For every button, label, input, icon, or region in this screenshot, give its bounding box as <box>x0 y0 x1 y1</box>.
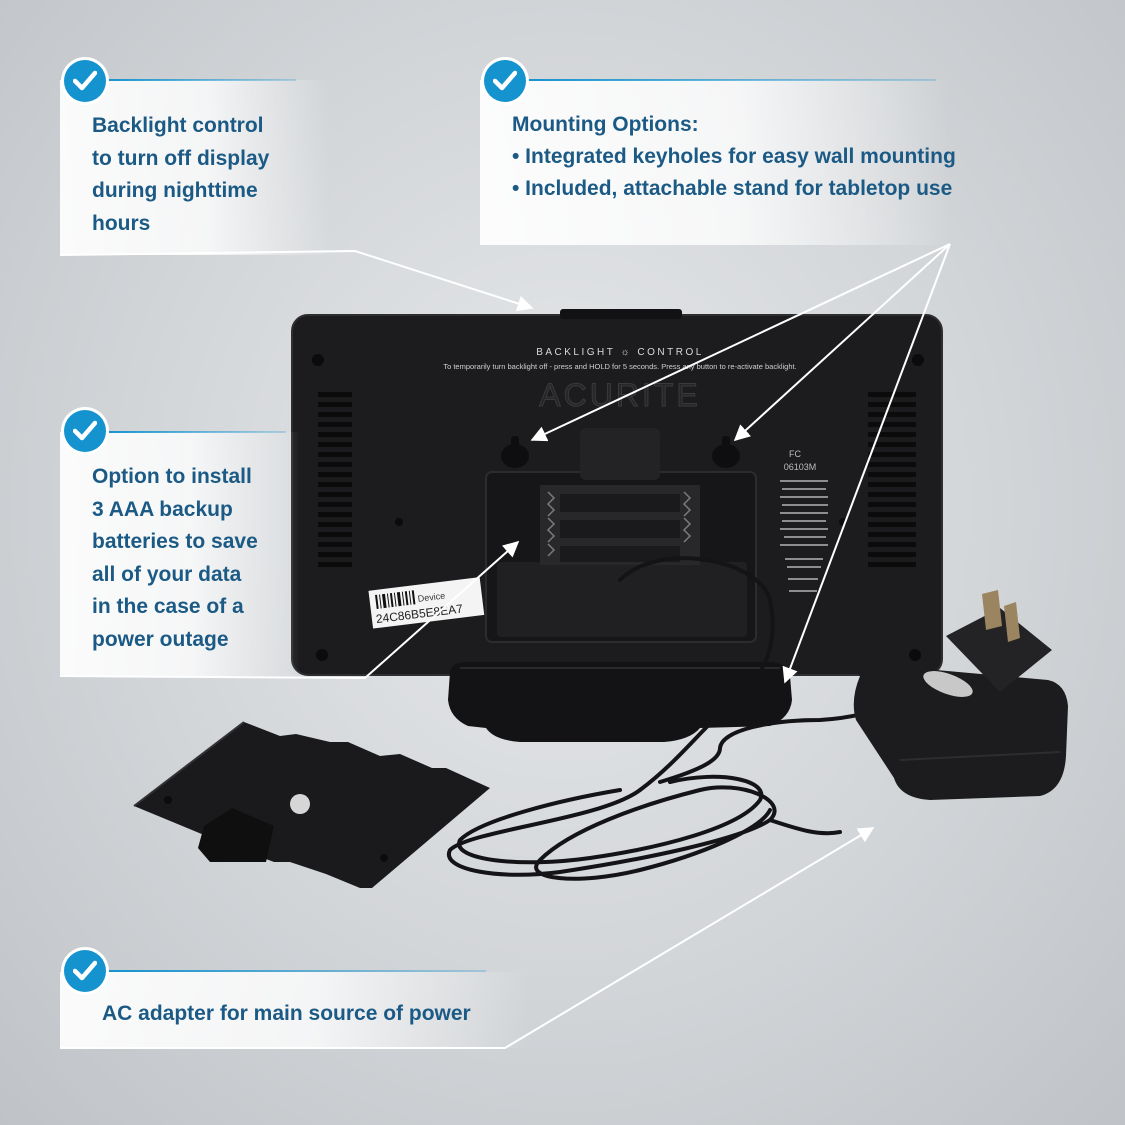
callout-line: Backlight control <box>92 114 264 137</box>
checkmark-icon <box>64 60 106 102</box>
ac-adapter <box>853 590 1068 800</box>
callout-line: AC adapter for main source of power <box>102 1002 471 1025</box>
callout-line: Option to install <box>92 465 252 488</box>
power-cord <box>446 556 907 881</box>
callout-mounting-panel <box>480 80 950 245</box>
arrow-stand <box>782 243 951 684</box>
callout-line: to turn off display <box>92 146 270 170</box>
device-label: Device <box>417 591 446 604</box>
brand-logo: ACURITE <box>539 377 700 413</box>
callout-adapter-text: AC adapter for main source of power <box>102 998 522 1031</box>
keyhole-left <box>501 436 529 468</box>
checkmark-icon <box>64 410 106 452</box>
accent-rule <box>106 431 286 433</box>
arrow-keyhole-left <box>530 243 951 442</box>
callout-line: all of your data <box>92 562 242 586</box>
fc-mark: FC <box>789 449 801 459</box>
accent-rule <box>526 79 936 81</box>
callout-title: Mounting Options: <box>512 113 699 136</box>
callout-line: in the case of a <box>92 595 244 618</box>
device-id-sticker: Device 24C86B5E8EA7 <box>368 577 485 629</box>
checkmark-icon <box>484 60 526 102</box>
callout-line: during nighttime <box>92 179 258 202</box>
callout-line: batteries to save <box>92 530 258 553</box>
callout-line: 3 AAA backup <box>92 497 233 521</box>
callout-bullet: • Included, attachable stand for tableto… <box>512 177 953 200</box>
accent-rule <box>106 970 486 972</box>
callout-bullet: • Integrated keyholes for easy wall moun… <box>512 145 956 168</box>
accent-rule <box>106 79 296 81</box>
battery-cover <box>133 721 490 888</box>
arrow-batteries <box>59 540 520 680</box>
arrow-adapter <box>60 827 875 1049</box>
callout-line: power outage <box>92 627 229 651</box>
model-code: 06103M <box>784 462 817 472</box>
checkmark-icon <box>64 950 106 992</box>
callout-batteries-text: Option to install 3 AAA backup batteries… <box>92 461 302 656</box>
weather-display-back: BACKLIGHT ☼ CONTROL To temporarily turn … <box>291 309 943 742</box>
callout-batteries-panel <box>60 432 300 676</box>
backlight-instructions: To temporarily turn backlight off - pres… <box>443 362 796 371</box>
arrow-backlight <box>59 249 534 312</box>
arrow-keyhole-right <box>733 243 951 442</box>
callout-line: hours <box>92 211 151 235</box>
keyhole-right <box>712 436 740 468</box>
backlight-control-label: BACKLIGHT ☼ CONTROL <box>536 347 704 358</box>
callout-backlight-panel <box>60 80 330 255</box>
callout-mounting-text: Mounting Options: • Integrated keyholes … <box>512 109 982 205</box>
callout-adapter-panel <box>60 972 530 1048</box>
callout-backlight-text: Backlight control to turn off display du… <box>92 110 327 240</box>
